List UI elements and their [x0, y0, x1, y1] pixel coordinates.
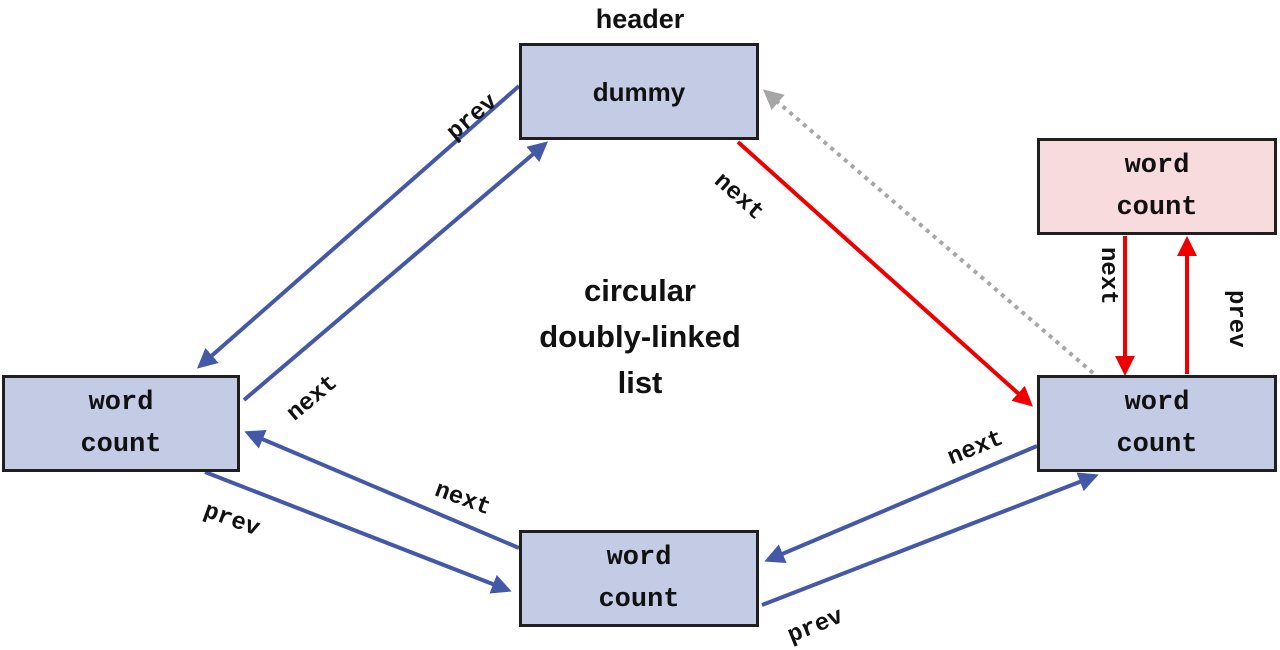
node-word-label: word: [1124, 387, 1190, 418]
list-node-new: word count: [1037, 138, 1277, 235]
list-node-right: word count: [1037, 375, 1277, 472]
arrow-dummy-to-right-next: [736, 140, 1033, 407]
caption-line-3: list: [617, 365, 663, 400]
header-title: header: [595, 4, 685, 34]
node-word-label: word: [606, 542, 672, 573]
node-count-label: count: [1116, 429, 1198, 460]
edge-label-right-new-prev: prev: [1222, 290, 1249, 348]
caption-line-2: doubly-linked: [539, 319, 741, 354]
node-word-label: word: [88, 387, 154, 418]
edge-label-new-right-next: next: [1094, 247, 1121, 305]
list-node-left: word count: [2, 375, 240, 472]
caption-line-1: circular: [583, 273, 696, 308]
arrow-left-to-bottom-prev: [204, 470, 512, 594]
arrow-right-to-bottom-next: [764, 444, 1038, 563]
center-caption: circular doubly-linked list: [500, 268, 780, 406]
list-node-bottom: word count: [519, 530, 759, 627]
dummy-node-label: dummy: [592, 76, 686, 107]
node-word-label: word: [1124, 150, 1190, 181]
arrow-bottom-to-left-next: [244, 430, 520, 550]
dummy-node: dummy: [519, 43, 759, 140]
node-count-label: count: [1116, 192, 1198, 223]
node-count-label: count: [80, 429, 162, 460]
node-count-label: count: [598, 584, 680, 615]
arrow-left-to-dummy-next: [242, 141, 549, 402]
arrow-bottom-to-right-prev: [761, 472, 1099, 607]
arrow-dummy-to-left-prev: [196, 84, 521, 369]
